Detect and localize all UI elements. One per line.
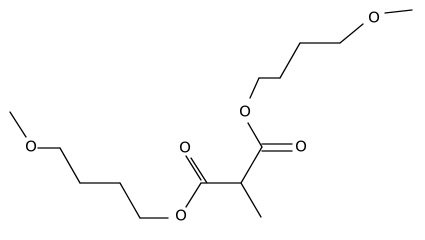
- bond: [240, 146, 263, 184]
- bond: [59, 147, 81, 184]
- molecule-diagram: O O O O O O: [9, 9, 413, 225]
- structure-canvas: O O O O O O: [9, 8, 413, 225]
- oxygen-atom-methoxy-top: O: [368, 9, 380, 27]
- bond: [249, 77, 260, 99]
- oxygen-atom-ester-top: O: [239, 103, 251, 121]
- bond-lines: [9, 9, 413, 219]
- bond: [240, 182, 262, 218]
- bond: [185, 182, 202, 208]
- oxygen-atom-carbonyl-bottom: O: [179, 139, 191, 157]
- atom-labels: O O O O O O: [25, 9, 380, 225]
- oxygen-atom-ester-bottom: O: [175, 207, 187, 225]
- bond: [9, 111, 27, 138]
- oxygen-atom-methoxy-bottom: O: [25, 138, 37, 156]
- bond: [247, 122, 263, 148]
- bond: [119, 182, 141, 219]
- bond: [279, 42, 301, 79]
- bond: [190, 157, 208, 184]
- oxygen-atom-carbonyl-top: O: [295, 138, 307, 156]
- bond: [185, 155, 202, 181]
- bond: [339, 23, 364, 44]
- bond: [384, 9, 413, 14]
